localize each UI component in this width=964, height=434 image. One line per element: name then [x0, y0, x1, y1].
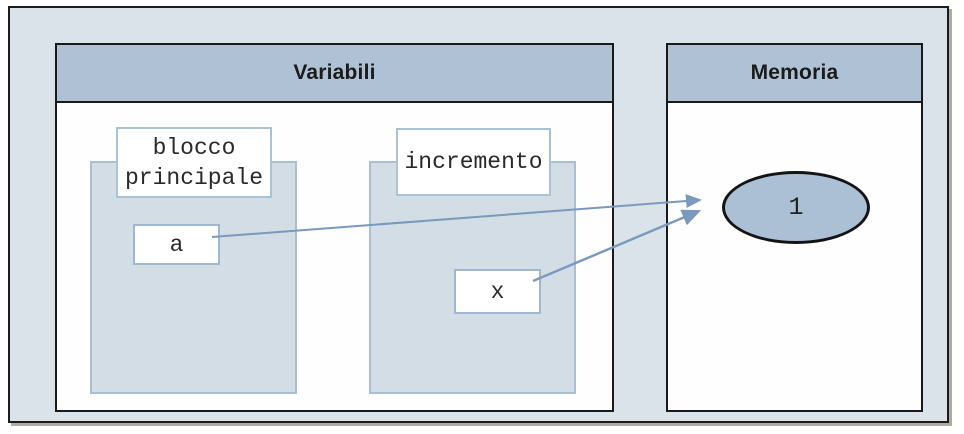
variables-panel-title: Variabili	[57, 45, 612, 103]
variable-box-x: x	[454, 269, 541, 314]
variable-box-a: a	[133, 224, 220, 265]
memory-value-ellipse: 1	[722, 171, 870, 244]
scope-label-blocco-principale: blocco principale	[116, 127, 272, 198]
diagram-frame: Variabili Memoria blocco principale a in…	[8, 6, 949, 423]
scope-label-incremento: incremento	[396, 128, 551, 196]
memory-panel-title: Memoria	[668, 45, 921, 103]
